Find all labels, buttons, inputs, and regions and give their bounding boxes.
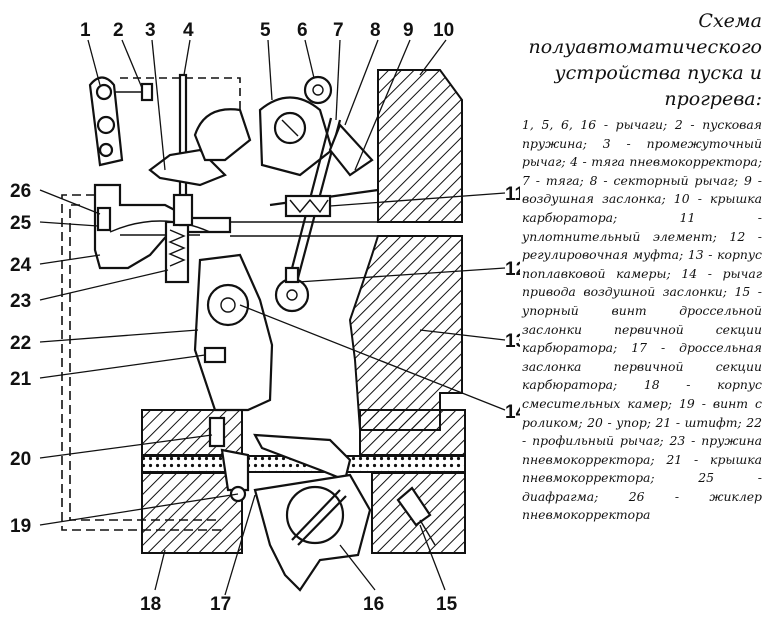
lever-6 <box>303 75 333 105</box>
callout-22: 22 <box>10 333 31 354</box>
diaphragm-25 <box>109 220 211 233</box>
pneumo-corrector-jet-26 <box>96 206 112 232</box>
callout-6: 6 <box>297 20 308 41</box>
stop-20 <box>208 416 226 448</box>
callout-7: 7 <box>333 20 344 41</box>
callout-2: 2 <box>113 20 124 41</box>
callout-17: 17 <box>210 594 231 615</box>
callout-14: 14 <box>505 402 520 423</box>
callout-24: 24 <box>10 255 32 276</box>
seal-element-11 <box>284 194 332 218</box>
rod-4 <box>172 73 194 227</box>
callout-19: 19 <box>10 516 31 537</box>
callout-21: 21 <box>10 369 32 390</box>
callout-10: 10 <box>433 20 454 41</box>
callout-23: 23 <box>10 291 31 312</box>
callout-18: 18 <box>140 594 161 615</box>
callout-11: 11 <box>505 184 520 205</box>
adjusting-sleeve-12 <box>274 266 310 313</box>
callout-1: 1 <box>80 20 91 41</box>
caption-legend: 1, 5, 6, 16 - рычаги; 2 - пусковая пружи… <box>522 117 762 523</box>
callout-20: 20 <box>10 449 31 470</box>
lever-1 <box>88 76 124 167</box>
callout-3: 3 <box>145 20 156 41</box>
callout-8: 8 <box>370 20 381 41</box>
lever-5 <box>193 108 252 162</box>
diagram-caption: Схема полуавтоматического устройства пус… <box>522 8 762 525</box>
carburetor-cover-10 <box>377 69 463 223</box>
lever-16 <box>253 473 372 592</box>
callout-4: 4 <box>183 20 194 41</box>
callout-12: 12 <box>505 259 520 280</box>
pneumo-corrector-spring-23 <box>164 220 190 284</box>
pneumo-corrector-cover-24 <box>93 183 378 270</box>
callout-15: 15 <box>436 594 458 615</box>
callout-13: 13 <box>505 331 520 352</box>
start-spring-2 <box>114 82 154 102</box>
callout-25: 25 <box>10 213 32 234</box>
callout-labels: 1 2 3 4 5 6 7 8 9 10 11 12 13 14 15 16 1… <box>10 20 520 615</box>
carburetor-diagram: 1 2 3 4 5 6 7 8 9 10 11 12 13 14 15 16 1… <box>10 20 520 615</box>
callout-16: 16 <box>363 594 384 615</box>
screw-with-roller-19 <box>220 448 250 503</box>
pin-21 <box>203 346 227 364</box>
throttle-valve-17 <box>291 489 347 546</box>
callout-26: 26 <box>10 181 31 202</box>
stop-screw-15 <box>396 486 436 546</box>
pneumo-line <box>61 77 241 531</box>
sector-lever-8 <box>258 96 334 177</box>
callout-5: 5 <box>260 20 271 41</box>
callout-9: 9 <box>403 20 414 41</box>
profile-lever-22 <box>193 253 274 412</box>
caption-title: Схема полуавтоматического устройства пус… <box>528 10 762 110</box>
leader-lines <box>39 39 506 596</box>
